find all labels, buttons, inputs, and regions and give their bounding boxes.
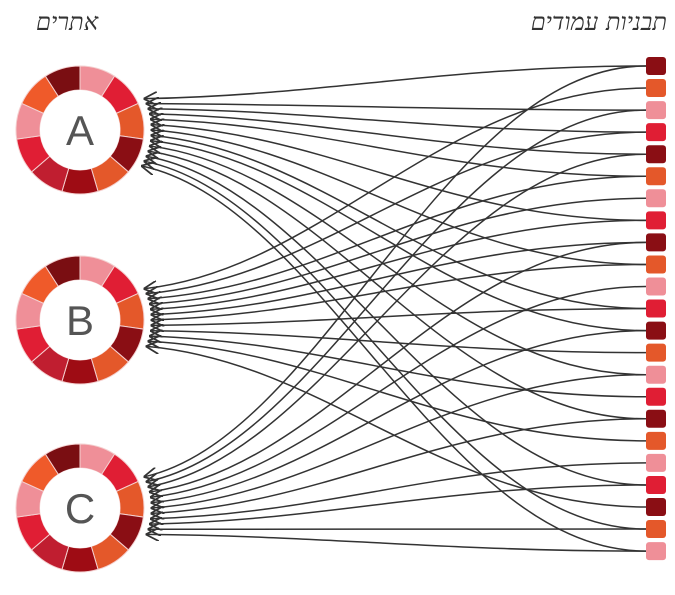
- template-19[interactable]: [646, 453, 666, 472]
- link-line: [147, 534, 647, 552]
- template-21[interactable]: [646, 498, 666, 516]
- link-line: [152, 135, 647, 310]
- donut-hole: [40, 90, 120, 170]
- template-12[interactable]: [646, 299, 666, 318]
- link-line: [151, 219, 647, 309]
- site-A[interactable]: A: [15, 65, 145, 195]
- template-6[interactable]: [646, 167, 666, 186]
- template-18[interactable]: [646, 431, 666, 450]
- template-8[interactable]: [646, 211, 666, 230]
- template-7[interactable]: [646, 189, 666, 208]
- template-22[interactable]: [646, 520, 666, 539]
- donut-hole: [40, 468, 120, 548]
- link-line: [151, 462, 647, 519]
- link-line: [152, 307, 647, 326]
- link-line: [150, 336, 647, 398]
- donut-hole: [40, 280, 120, 360]
- link-line: [150, 114, 647, 155]
- link-line: [152, 373, 647, 508]
- site-C[interactable]: C: [15, 443, 145, 573]
- site-label: B: [66, 297, 94, 344]
- link-line: [145, 87, 647, 289]
- link-line: [145, 65, 647, 99]
- sites-heading: אתרים: [36, 8, 99, 36]
- templates-heading: תבניות עמודים: [530, 8, 667, 36]
- link-line: [149, 109, 647, 133]
- template-23[interactable]: [646, 542, 666, 561]
- link-line: [147, 131, 647, 293]
- site-label: A: [66, 107, 94, 154]
- template-9[interactable]: [646, 233, 666, 252]
- link-line: [145, 65, 647, 477]
- link-line: [147, 346, 647, 508]
- link-line: [147, 109, 647, 482]
- template-2[interactable]: [646, 79, 666, 98]
- site-label: C: [65, 485, 95, 532]
- link-line: [151, 119, 647, 177]
- template-4[interactable]: [646, 123, 666, 142]
- link-line: [152, 125, 647, 222]
- template-15[interactable]: [646, 365, 666, 384]
- link-line: [149, 153, 647, 487]
- link-line: [151, 285, 647, 498]
- template-1[interactable]: [646, 57, 666, 75]
- template-20[interactable]: [646, 475, 666, 494]
- link-line: [149, 341, 647, 442]
- template-5[interactable]: [646, 145, 666, 164]
- link-line: [149, 175, 647, 298]
- link-line: [152, 329, 647, 503]
- link-line: [151, 141, 647, 332]
- link-line: [145, 161, 647, 530]
- link-line: [150, 197, 647, 304]
- link-line: [152, 263, 647, 320]
- template-3[interactable]: [646, 101, 666, 120]
- link-line: [142, 166, 647, 552]
- site-B[interactable]: B: [15, 255, 145, 385]
- link-line: [152, 241, 647, 314]
- template-10[interactable]: [646, 255, 666, 274]
- template-11[interactable]: [646, 277, 666, 296]
- link-line: [147, 104, 647, 111]
- template-17[interactable]: [646, 409, 666, 428]
- template-14[interactable]: [646, 343, 666, 362]
- link-line: [150, 241, 647, 492]
- link-line: [147, 156, 647, 486]
- link-line: [152, 130, 647, 266]
- link-line: [150, 146, 647, 376]
- link-line: [151, 331, 647, 354]
- template-16[interactable]: [646, 387, 666, 406]
- template-13[interactable]: [646, 321, 666, 340]
- link-line: [149, 151, 647, 420]
- link-line: [152, 418, 647, 514]
- link-line: [150, 484, 647, 524]
